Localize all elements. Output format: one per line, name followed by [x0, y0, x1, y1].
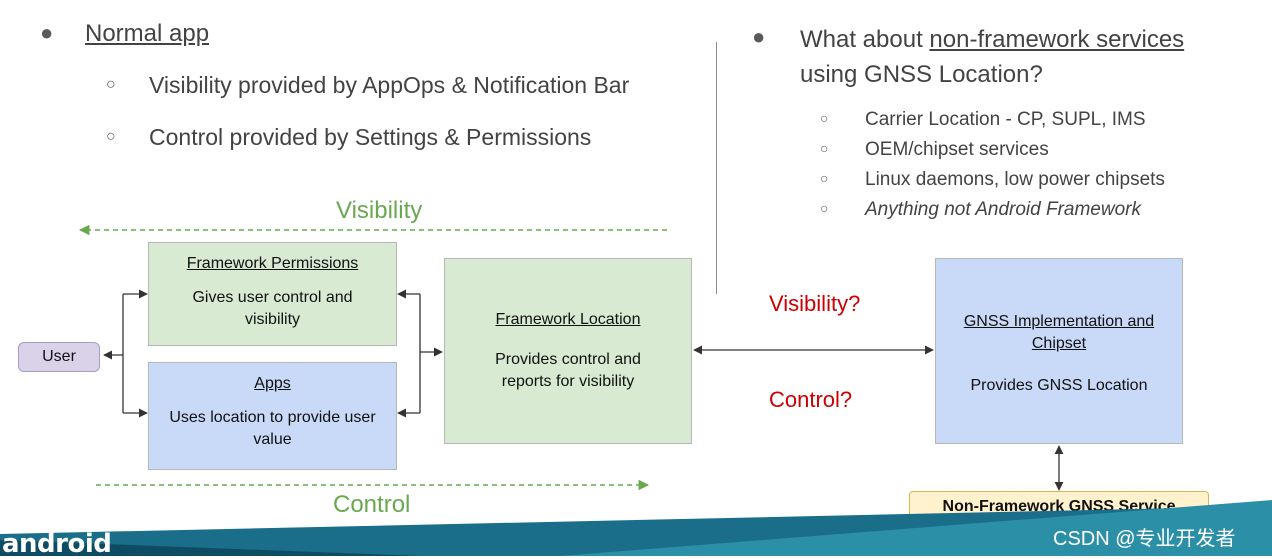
framework-permissions-box: Framework Permissions Gives user control… — [148, 242, 397, 346]
framework-permissions-body: Gives user control and visibility — [192, 289, 353, 328]
framework-permissions-title: Framework Permissions — [186, 255, 359, 272]
bullet-dot-icon: ● — [40, 20, 54, 45]
right-item-2: Linux daemons, low power chipsets — [865, 169, 1165, 190]
apps-body: Uses location to provide user value — [169, 409, 376, 448]
user-label: User — [42, 348, 76, 365]
right-item-3: Anything not Android Framework — [865, 199, 1141, 220]
right-heading: What about non-framework services using … — [800, 22, 1184, 92]
android-logo: android — [2, 529, 112, 559]
right-heading-line2: using GNSS Location? — [800, 61, 1043, 88]
apps-title: Apps — [254, 375, 291, 392]
control-label: Control — [333, 491, 411, 518]
gnss-implementation-box: GNSS Implementation and Chipset Provides… — [935, 258, 1183, 444]
left-item-visibility: Visibility provided by AppOps & Notifica… — [149, 72, 630, 98]
circle-bullet-icon: ○ — [106, 76, 116, 93]
circle-bullet-icon: ○ — [820, 110, 829, 126]
user-box: User — [18, 342, 100, 372]
gnss-implementation-title: GNSS Implementation and Chipset — [963, 313, 1155, 352]
circle-bullet-icon: ○ — [106, 128, 116, 145]
right-item-0: Carrier Location - CP, SUPL, IMS — [865, 109, 1146, 130]
visibility-question-label: Visibility? — [769, 291, 861, 316]
circle-bullet-icon: ○ — [820, 170, 829, 186]
left-item-control: Control provided by Settings & Permissio… — [149, 124, 592, 150]
apps-box: Apps Uses location to provide user value — [148, 362, 397, 470]
csdn-watermark: CSDN @专业开发者 — [1053, 528, 1236, 550]
gnss-implementation-body: Provides GNSS Location — [970, 377, 1148, 394]
vertical-divider — [716, 42, 717, 294]
circle-bullet-icon: ○ — [820, 140, 829, 156]
visibility-label: Visibility — [336, 197, 423, 224]
framework-location-box: Framework Location Provides control and … — [444, 258, 692, 444]
framework-location-title: Framework Location — [495, 311, 641, 328]
framework-location-body: Provides control and reports for visibil… — [495, 351, 641, 390]
control-question-label: Control? — [769, 387, 853, 412]
right-item-1: OEM/chipset services — [865, 139, 1049, 160]
bullet-dot-icon: ● — [752, 24, 766, 49]
circle-bullet-icon: ○ — [820, 200, 829, 216]
left-heading: Normal app — [85, 20, 210, 47]
right-heading-prefix: What about — [800, 26, 930, 53]
right-heading-link: non-framework services — [929, 26, 1185, 53]
